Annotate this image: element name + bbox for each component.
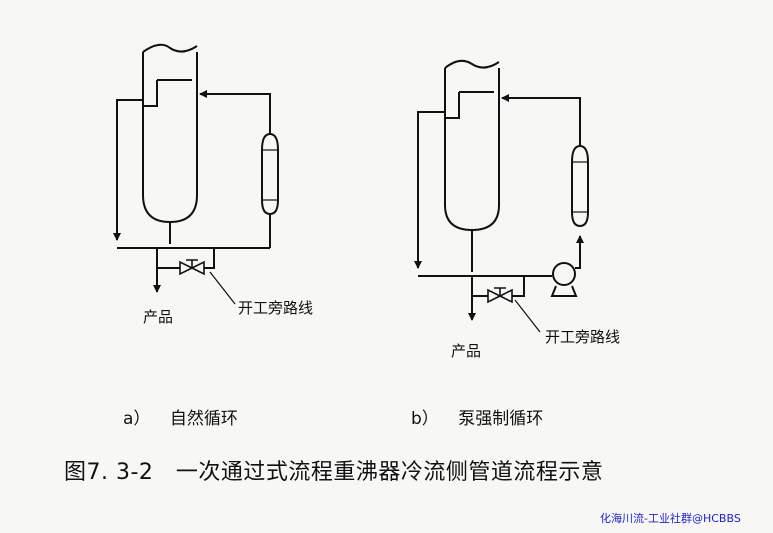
subtitle-a-letter: a） (123, 409, 151, 429)
subtitle-a-text: 自然循环 (169, 409, 238, 429)
subtitle-b-letter: b） (411, 409, 439, 429)
bypass-label-a: 开工旁路线 (238, 299, 314, 317)
reboiler-a (261, 132, 279, 216)
draw-off-pipe-a (143, 79, 192, 107)
column-vessel-b (444, 59, 500, 232)
subtitle-b: b） 泵强制循环 (411, 404, 543, 429)
bypass-leader-a (209, 271, 236, 305)
bypass-label-b: 开工旁路线 (545, 328, 621, 346)
bypass-line-a (157, 248, 215, 269)
return-line-a (200, 94, 271, 248)
return-line-b (501, 94, 581, 146)
watermark: 化海川流-工业社群@HCBBS (600, 512, 741, 525)
reboiler-b (571, 144, 589, 228)
figure-caption: 图7. 3-2 一次通过式流程重沸器冷流侧管道流程示意 (64, 460, 604, 485)
column-vessel-a (142, 43, 198, 224)
pump-b (550, 262, 578, 297)
bypass-valve-a (179, 259, 205, 276)
diagram-a-natural-circulation (113, 43, 279, 293)
bypass-line-b (472, 276, 525, 297)
bypass-valve-b (487, 287, 513, 304)
diagram-b-pump-forced-circulation (414, 59, 589, 321)
product-label-a: 产品 (143, 308, 174, 326)
product-label-b: 产品 (451, 342, 482, 360)
draw-off-pipe-b (445, 91, 494, 119)
subtitle-b-text: 泵强制循环 (458, 409, 544, 429)
pump-discharge-b (575, 235, 584, 269)
outlet-line-b (414, 111, 445, 269)
subtitle-a: a） 自然循环 (123, 404, 238, 429)
outlet-line-a (113, 99, 143, 241)
bypass-leader-b (514, 299, 541, 333)
